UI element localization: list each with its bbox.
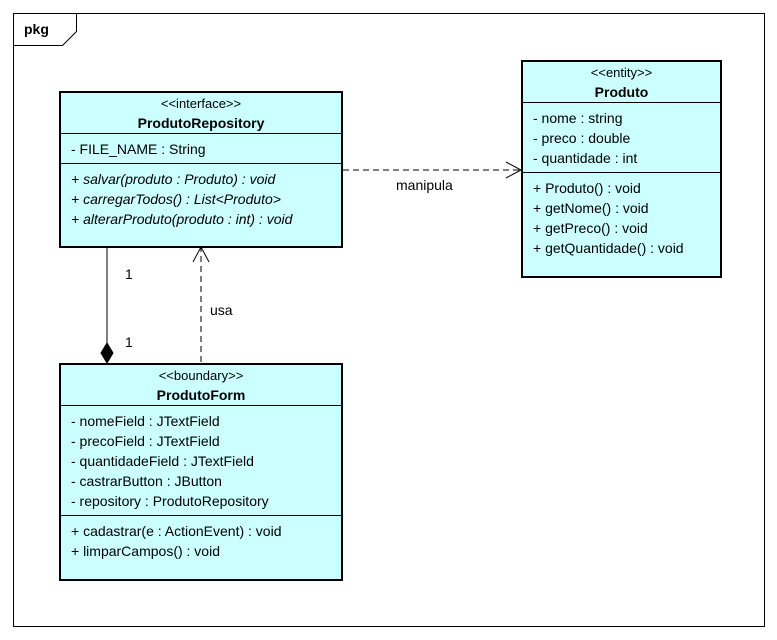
class-produto[interactable]: <<entity>> Produto - nome : string - pre… [521, 60, 722, 278]
operation-row: + carregarTodos() : List<Produto> [71, 191, 281, 207]
multiplicity-source: 1 [125, 266, 133, 282]
class-produto-form[interactable]: <<boundary>> ProdutoForm - nomeField : J… [59, 363, 343, 581]
attribute-row: - repository : ProdutoRepository [71, 493, 269, 509]
class-name: Produto [594, 84, 649, 100]
operations-section: + Produto() : void + getNome() : void + … [523, 172, 720, 262]
operations-section: + salvar(produto : Produto) : void + car… [61, 163, 341, 233]
attribute-row: - precoField : JTextField [71, 433, 220, 449]
operation-row: + getPreco() : void [533, 220, 648, 236]
class-stereotype: <<boundary>> [158, 368, 244, 383]
attribute-row: - nome : string [533, 110, 623, 126]
package-label: pkg [24, 21, 49, 37]
composition-association[interactable] [100, 248, 114, 364]
attributes-section: - nome : string - preco : double - quant… [523, 102, 720, 172]
manipula-label: manipula [396, 177, 453, 193]
manipula-dependency[interactable] [343, 161, 523, 179]
operations-section: + cadastrar(e : ActionEvent) : void + li… [61, 515, 341, 565]
operation-row: + alterarProduto(produto : int) : void [71, 211, 293, 227]
class-name: ProdutoForm [156, 387, 246, 403]
attribute-row: - preco : double [533, 130, 631, 146]
operation-row: + Produto() : void [533, 180, 641, 196]
operation-row: + getQuantidade() : void [533, 240, 684, 256]
attribute-row: - FILE_NAME : String [71, 141, 206, 157]
multiplicity-target: 1 [125, 334, 133, 350]
class-produto-repository[interactable]: <<interface>> ProdutoRepository - FILE_N… [59, 91, 343, 248]
attribute-row: - nomeField : JTextField [71, 413, 220, 429]
class-stereotype: <<interface>> [160, 96, 242, 111]
attributes-section: - FILE_NAME : String [61, 133, 341, 163]
class-name: ProdutoRepository [137, 115, 265, 131]
usa-dependency[interactable] [192, 245, 210, 362]
operation-row: + getNome() : void [533, 200, 649, 216]
attribute-row: - castrarButton : JButton [71, 473, 222, 489]
class-stereotype: <<entity>> [590, 65, 653, 80]
operation-row: + salvar(produto : Produto) : void [71, 171, 276, 187]
attribute-row: - quantidadeField : JTextField [71, 453, 254, 469]
operation-row: + cadastrar(e : ActionEvent) : void [71, 523, 282, 539]
operation-row: + limparCampos() : void [71, 543, 220, 559]
attribute-row: - quantidade : int [533, 150, 638, 166]
usa-label: usa [210, 302, 233, 318]
attributes-section: - nomeField : JTextField - precoField : … [61, 405, 341, 515]
composition-diamond [100, 342, 114, 364]
